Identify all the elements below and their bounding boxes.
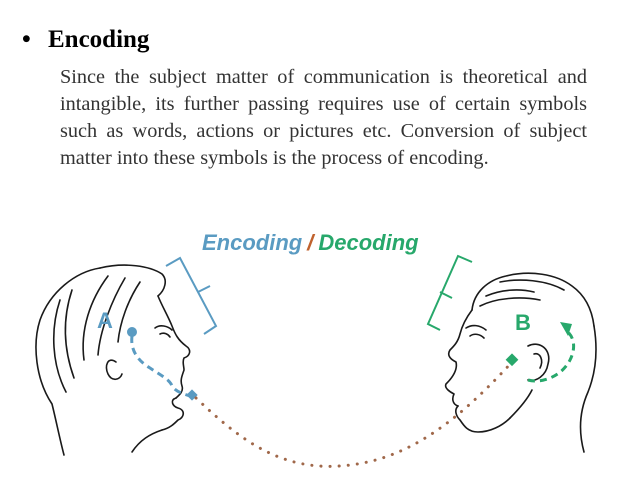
title-separator: / [306,230,316,255]
label-receiver: B [515,310,531,335]
decoding-bracket [426,254,473,331]
title-decoding: Decoding [318,230,419,255]
slide-heading: Encoding [48,26,150,53]
sender-face [35,264,191,456]
bullet-glyph: • [22,26,31,53]
receiver-face [444,272,597,453]
encoding-bracket [165,256,218,335]
bullet-heading: • Encoding [22,26,149,54]
label-sender: A [97,308,113,333]
sender-origin-dot [127,327,137,337]
diagram-title: Encoding/Decoding [202,230,419,255]
sender-thought-path [127,327,198,401]
message-path [194,360,514,468]
receiver-arrowhead [560,322,572,336]
title-encoding: Encoding [202,230,303,255]
receiver-ear-diamond [505,353,519,367]
slide-paragraph: Since the subject matter of communicatio… [60,66,587,169]
